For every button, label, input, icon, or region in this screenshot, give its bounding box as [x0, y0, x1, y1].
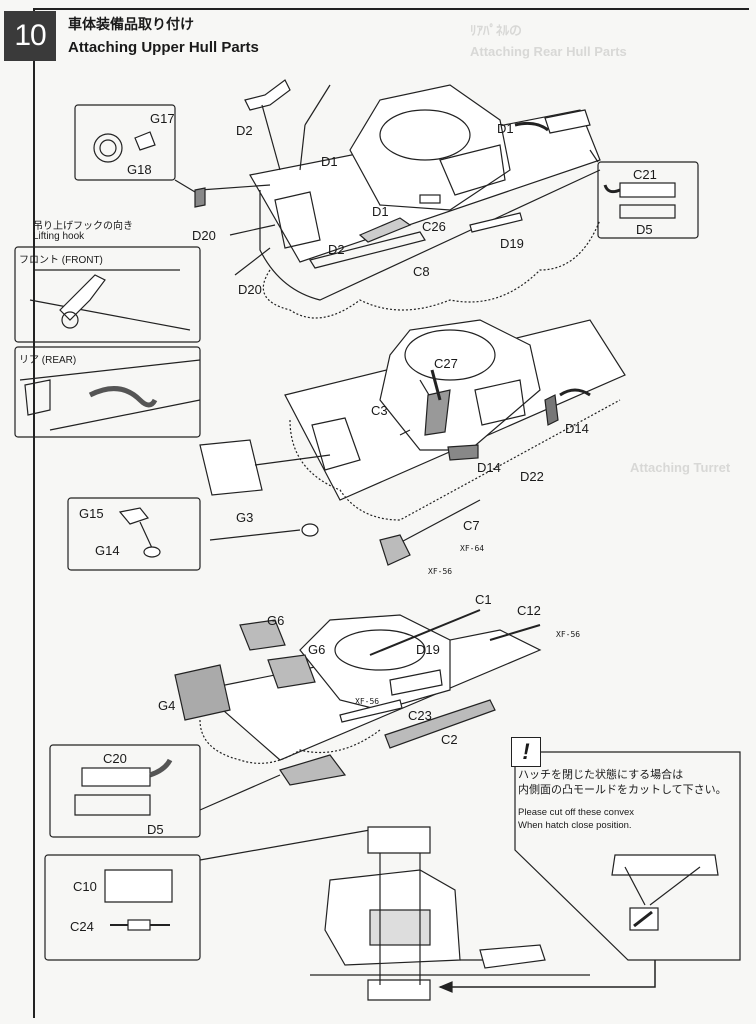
part-label-d1: D1 [497, 121, 514, 136]
part-label-d5: D5 [147, 822, 164, 837]
part-label-d14: D14 [565, 421, 589, 436]
upper-hull-drawing-3 [174, 609, 542, 786]
part-label-d19: D19 [416, 642, 440, 657]
part-label-c12: C12 [517, 603, 541, 618]
part-label-c23: C23 [408, 708, 432, 723]
paint-code-label: XF-56 [355, 697, 380, 706]
exclamation-icon: ! [511, 737, 541, 767]
hatch-closeup-drawing [310, 826, 590, 1001]
detail-box-g17-g18 [74, 104, 176, 181]
part-label-g6: G6 [308, 642, 326, 657]
detail-box-c20-d5 [49, 744, 201, 838]
step-number-badge: 10 [4, 11, 56, 61]
part-label-g18: G18 [127, 162, 152, 177]
part-label-d5: D5 [636, 222, 653, 237]
part-label-d14: D14 [477, 460, 501, 475]
part-label-c3: C3 [371, 403, 388, 418]
part-label-c10: C10 [73, 879, 97, 894]
part-label-c2: C2 [441, 732, 458, 747]
part-label-g4: G4 [158, 698, 176, 713]
bleed-through-text: Attaching Rear Hull Parts [470, 44, 627, 59]
part-label-g15: G15 [79, 506, 104, 521]
note-en-line: Please cut off these convex [518, 807, 635, 818]
part-label-g14: G14 [95, 543, 120, 558]
note-jp-line: 内側面の凸モールドをカットして下さい。 [518, 784, 727, 796]
part-label-c26: C26 [422, 219, 446, 234]
note-en-line: When hatch close position. [518, 820, 632, 831]
lifting-hook-rear-box [14, 346, 201, 438]
bleed-through-text: Attaching Turret [630, 460, 731, 475]
lifting-hook-front-label: フロント (FRONT) [19, 255, 103, 266]
part-label-d1: D1 [321, 154, 338, 169]
part-label-d22: D22 [520, 469, 544, 484]
lifting-hook-caption-en: Lifting hook [33, 231, 85, 242]
note-text-english: Please cut off these convex When hatch c… [518, 806, 634, 832]
part-label-c20: C20 [103, 751, 127, 766]
part-label-d2: D2 [236, 123, 253, 138]
note-jp-line: ハッチを閉じた状態にする場合は [518, 769, 684, 781]
part-label-c24: C24 [70, 919, 94, 934]
detail-box-g14-g15 [67, 497, 201, 571]
part-label-c21: C21 [633, 167, 657, 182]
part-label-g17: G17 [150, 111, 175, 126]
part-label-c7: C7 [463, 518, 480, 533]
note-box [514, 751, 741, 961]
part-label-c27: C27 [434, 356, 458, 371]
upper-hull-drawing-2 [199, 319, 626, 566]
paint-code-label: XF-56 [428, 567, 453, 576]
paint-code-label: XF-56 [556, 630, 581, 639]
lifting-hook-rear-label: リア (REAR) [19, 355, 77, 366]
detail-box-c10-c24 [44, 854, 201, 961]
detail-box-c21-d5 [597, 161, 699, 239]
g3-plate [199, 439, 263, 496]
lifting-hook-caption-jp: 吊り上げフックの向き [33, 221, 133, 232]
paint-code-label: XF-64 [460, 544, 485, 553]
page-frame [33, 8, 749, 1018]
step-title-english: Attaching Upper Hull Parts [68, 39, 259, 56]
lifting-hook-front-box [14, 246, 201, 343]
note-text-japanese: ハッチを閉じた状態にする場合は 内側面の凸モールドをカットして下さい。 [518, 768, 727, 798]
part-label-d20: D20 [192, 228, 216, 243]
bleed-through-text: ﾘｱﾊﾟﾈﾙの [470, 23, 523, 38]
part-label-c1: C1 [475, 592, 492, 607]
part-label-g3: G3 [236, 510, 254, 525]
part-label-d19: D19 [500, 236, 524, 251]
upper-hull-drawing-1 [199, 79, 601, 319]
step-title-japanese: 車体装備品取り付け [68, 16, 194, 32]
part-label-c8: C8 [413, 264, 430, 279]
part-label-d20: D20 [238, 282, 262, 297]
part-label-d1: D1 [372, 204, 389, 219]
part-label-g6: G6 [267, 613, 285, 628]
part-label-d2: D2 [328, 242, 345, 257]
